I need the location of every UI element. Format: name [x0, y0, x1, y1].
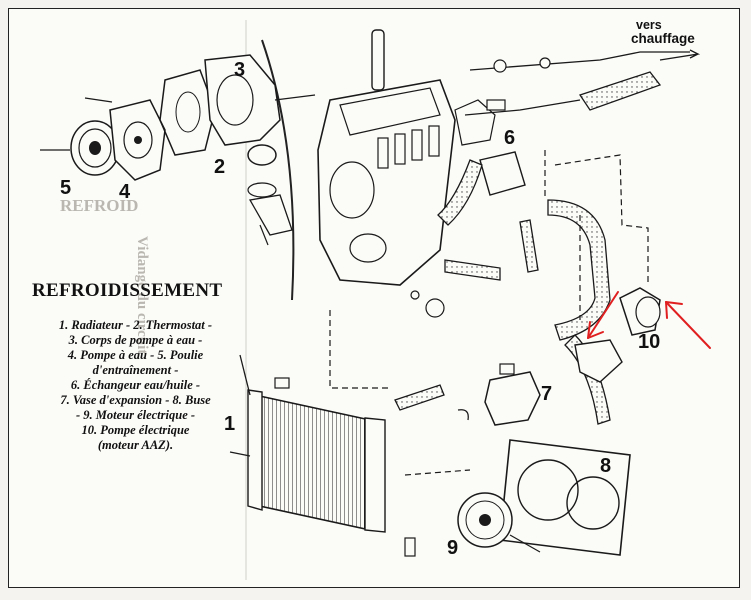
- legend-line: (moteur AAZ).: [97, 438, 174, 452]
- legend-line: d'entraînement -: [92, 363, 179, 377]
- callout-8: 8: [600, 455, 612, 477]
- annotation-arrows: [587, 291, 711, 349]
- small-fittings: [274, 290, 445, 557]
- callout-7: 7: [541, 383, 553, 405]
- ghost-heading: REFROID: [60, 196, 139, 215]
- callout-6: 6: [504, 127, 516, 149]
- engine-block: [317, 29, 456, 286]
- gasket-part: [159, 69, 216, 156]
- thermostat-part: [247, 144, 293, 246]
- legend-line: 1. Radiateur - 2. Thermostat -: [58, 318, 213, 332]
- electric-pump-part: [574, 287, 661, 383]
- callout-divider-curve: [261, 39, 295, 301]
- legend-line: 10. Pompe électrique: [81, 423, 190, 437]
- legend-list: 1. Radiateur - 2. Thermostat -3. Corps d…: [28, 318, 243, 453]
- dashed-lines: [329, 150, 649, 476]
- heater-direction-label-1: vers: [636, 18, 662, 32]
- legend-line: 7. Vase d'expansion - 8. Buse: [60, 393, 211, 407]
- callout-3: 3: [234, 59, 246, 81]
- oil-water-exchanger: [454, 99, 526, 196]
- callout-10: 10: [638, 331, 661, 353]
- radiator-part: [229, 354, 386, 533]
- legend-line: 6. Échangeur eau/huile -: [70, 378, 201, 392]
- callout-4: 4: [119, 181, 131, 203]
- pulley-part: [40, 120, 120, 176]
- legend-title: REFROIDISSEMENT: [32, 280, 223, 301]
- pump-body-part: [204, 54, 316, 146]
- callout-2: 2: [214, 156, 226, 178]
- legend-line: 3. Corps de pompe à eau -: [68, 333, 203, 347]
- legend-line: 4. Pompe à eau - 5. Poulie: [67, 348, 204, 362]
- fan-motor-part: [457, 492, 541, 553]
- heater-direction-label-2: chauffage: [631, 31, 695, 46]
- callout-9: 9: [447, 537, 459, 559]
- callout-5: 5: [60, 177, 72, 199]
- expansion-tank-part: [457, 363, 541, 426]
- legend-line: - 9. Moteur électrique -: [75, 408, 196, 422]
- callout-1: 1: [224, 413, 236, 435]
- heater-pipe: [464, 49, 701, 116]
- coolant-hoses: [394, 71, 662, 425]
- water-pump-part: [84, 97, 166, 181]
